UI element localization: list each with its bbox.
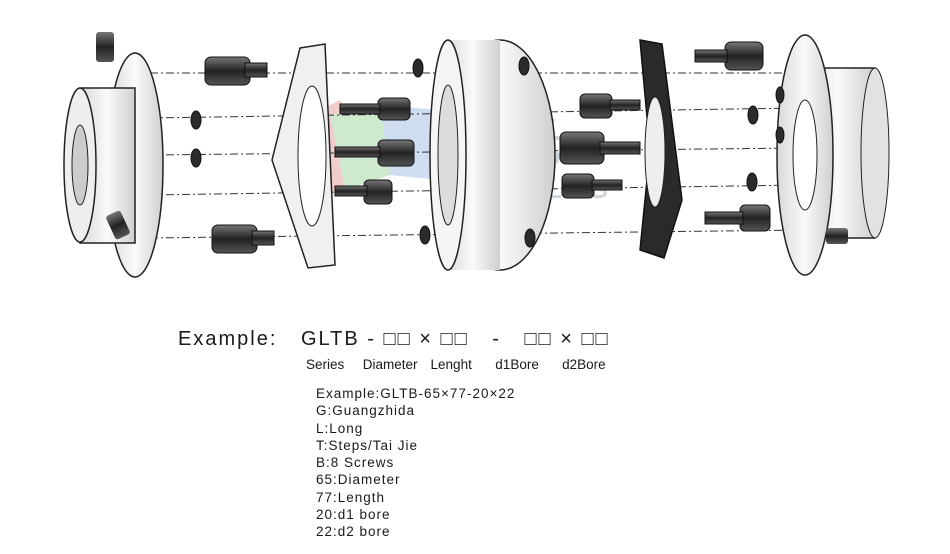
note-line: 65:Diameter: [316, 472, 401, 488]
washers: [190, 56, 785, 248]
label-series: Series: [306, 357, 345, 372]
dash-1: -: [367, 328, 376, 350]
label-length: Lenght: [430, 357, 472, 372]
dash-2: -: [492, 328, 501, 350]
right-flange-plate: [639, 39, 683, 259]
label-d2bore: d2Bore: [562, 357, 606, 372]
right-set-screw: [826, 228, 848, 244]
right-hub: [776, 34, 890, 276]
code-explanation-list: Example:GLTB-65×77-20×22 G:Guangzhida L:…: [316, 385, 515, 541]
label-diameter: Diameter: [362, 357, 418, 372]
left-hub: [63, 52, 164, 278]
left-flange-plate: [271, 43, 336, 269]
d1-bore-box: □□: [524, 328, 553, 350]
note-line: L:Long: [316, 420, 364, 436]
exploded-coupling-drawing: ® 光 CO LING: [63, 32, 890, 278]
d2-bore-box: □□: [581, 328, 610, 350]
times-2: ×: [560, 328, 574, 350]
note-line: B:8 Screws: [316, 455, 395, 471]
note-line: 22:d2 bore: [316, 524, 391, 540]
example-title: Example: GLTB - □□ × □□ - □□ × □□: [178, 328, 610, 351]
times-1: ×: [419, 328, 433, 350]
cap-screws: [204, 41, 771, 254]
note-line: Example:GLTB-65×77-20×22: [316, 386, 516, 401]
note-line: T:Steps/Tai Jie: [316, 437, 419, 453]
label-d1bore: d1Bore: [495, 357, 539, 372]
length-box: □□: [440, 328, 469, 350]
code-field-labels: Series Diameter Lenght d1Bore d2Bore: [306, 357, 606, 372]
note-line: G:Guangzhida: [316, 403, 416, 419]
example-prefix: Example:: [178, 328, 278, 350]
center-spacer: [429, 39, 556, 271]
note-line: 77:Length: [316, 489, 386, 505]
note-line: 20:d1 bore: [316, 507, 391, 523]
series-code: GLTB: [300, 328, 360, 350]
left-set-screw: [96, 32, 130, 240]
diameter-box: □□: [383, 328, 412, 350]
